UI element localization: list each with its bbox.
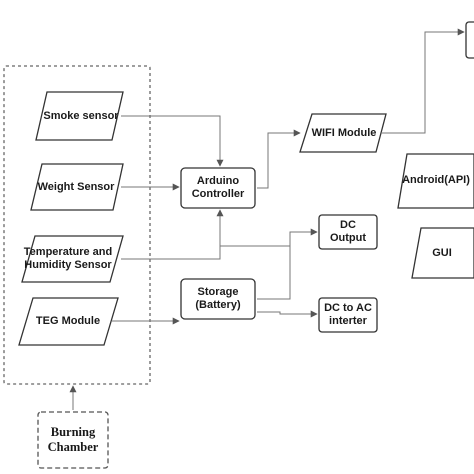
wifi-module-label: WIFI Module xyxy=(311,126,377,139)
android-api-shape xyxy=(397,153,474,209)
edge-temp-to-dcoutput xyxy=(220,228,318,247)
edge-wifi-to-cloud xyxy=(381,28,465,134)
edge-arduino-to-wifi xyxy=(257,129,301,189)
edge-storage-to-dcoutput xyxy=(257,246,291,300)
teg-module-label: TEG Module xyxy=(35,314,101,327)
cloud-block-shape xyxy=(465,21,474,59)
dc-to-ac-label: DC to AC interter xyxy=(324,302,372,327)
gui-shape xyxy=(411,227,474,279)
android-api-label: Android(API) xyxy=(402,173,470,186)
burning-chamber-shape xyxy=(37,411,109,469)
smoke-sensor-shape xyxy=(35,91,124,141)
edge-smoke-to-arduino xyxy=(121,115,224,167)
arduino-controller-shape xyxy=(180,167,256,209)
dc-to-ac-shape xyxy=(318,297,378,333)
smoke-sensor-label: Smoke sensor xyxy=(43,109,119,122)
dc-output-shape xyxy=(318,214,378,250)
gui-label: GUI xyxy=(432,246,452,259)
weight-sensor-shape xyxy=(30,163,124,211)
sensor-group-border xyxy=(3,65,151,385)
temp-humidity-sensor-shape xyxy=(21,235,124,283)
weight-sensor-label: Weight Sensor xyxy=(37,180,115,193)
storage-battery-shape xyxy=(180,278,256,320)
dc-output-label: DC Output xyxy=(329,219,367,244)
edge-temp-to-arduino xyxy=(121,209,224,260)
burning-chamber-label: Burning Chamber xyxy=(47,425,99,454)
temp-humidity-sensor-label: Temperature and Humidity Sensor xyxy=(23,246,113,271)
arduino-controller-label: Arduino Controller xyxy=(191,175,245,200)
teg-module-shape xyxy=(18,297,119,346)
edge-storage-to-dcac xyxy=(257,310,318,318)
storage-battery-label: Storage (Battery) xyxy=(195,286,241,311)
wifi-module-shape xyxy=(299,113,387,153)
